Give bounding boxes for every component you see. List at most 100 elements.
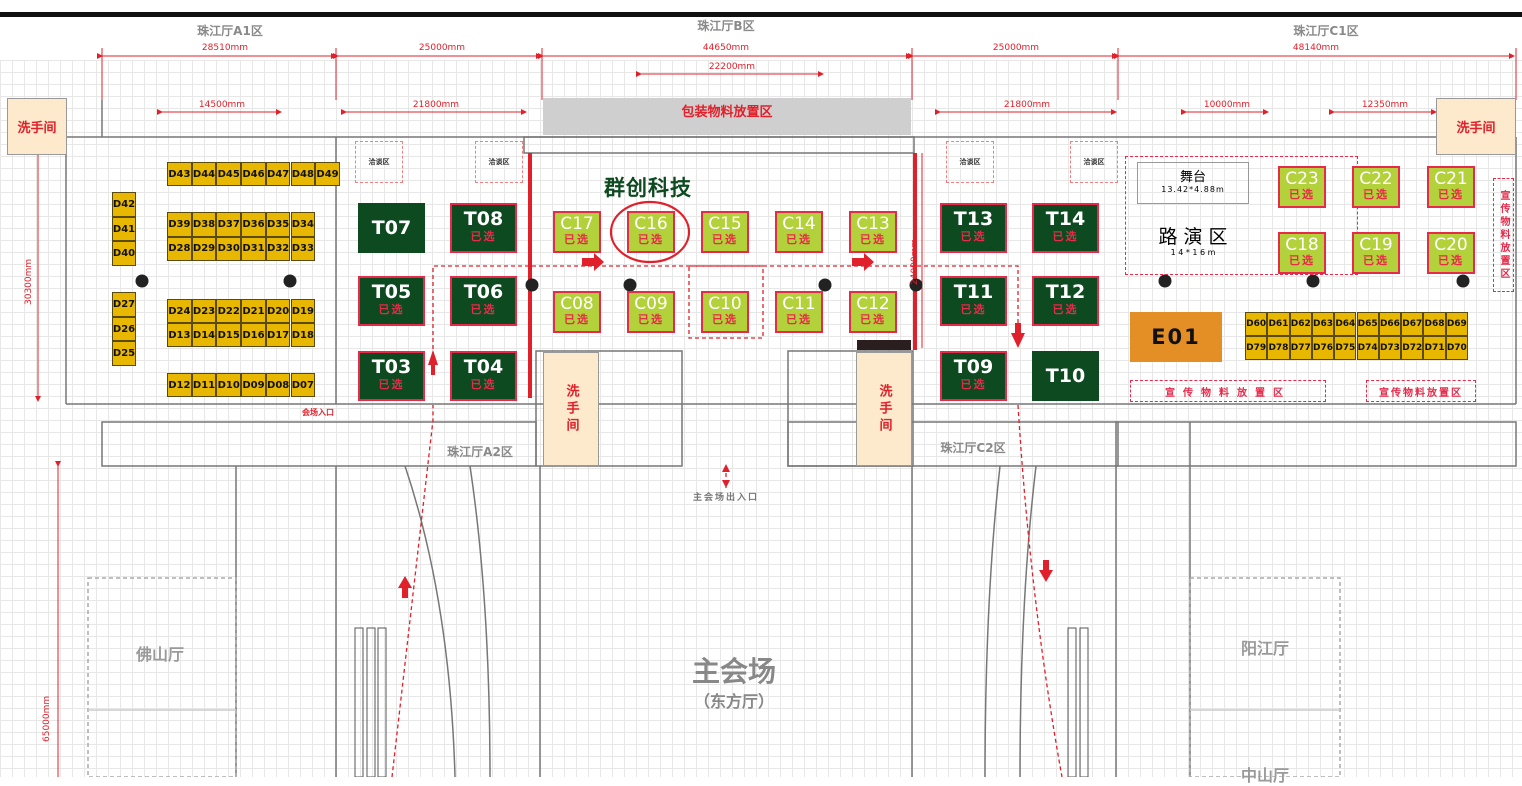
booth-d60[interactable]: D60 xyxy=(1245,312,1268,336)
booth-d46[interactable]: D46 xyxy=(241,162,266,186)
booth-d21[interactable]: D21 xyxy=(241,299,266,323)
booth-d19[interactable]: D19 xyxy=(290,299,316,323)
booth-status-selected: 已选 xyxy=(564,233,590,246)
booth-d66[interactable]: D66 xyxy=(1378,312,1402,336)
booth-d44[interactable]: D44 xyxy=(191,162,217,186)
booth-d25[interactable]: D25 xyxy=(112,341,136,367)
booth-d16[interactable]: D16 xyxy=(241,323,266,347)
booth-d41[interactable]: D41 xyxy=(112,216,136,242)
booth-d10[interactable]: D10 xyxy=(216,373,242,397)
booth-d70[interactable]: D70 xyxy=(1445,336,1468,360)
booth-d73[interactable]: D73 xyxy=(1378,336,1402,360)
booth-e01[interactable]: E01 xyxy=(1130,312,1222,362)
booth-d37[interactable]: D37 xyxy=(216,212,242,237)
booth-label: T11 xyxy=(953,281,994,303)
dim-label: 10000mm xyxy=(1203,100,1251,110)
booth-d33[interactable]: D33 xyxy=(290,236,316,261)
booth-d79[interactable]: D79 xyxy=(1245,336,1268,360)
booth-d17[interactable]: D17 xyxy=(265,323,291,347)
booth-d40[interactable]: D40 xyxy=(112,241,136,267)
booth-d20[interactable]: D20 xyxy=(265,299,291,323)
booth-d71[interactable]: D71 xyxy=(1423,336,1446,360)
booth-d22[interactable]: D22 xyxy=(216,299,242,323)
booth-d78[interactable]: D78 xyxy=(1267,336,1290,360)
dimension-lines xyxy=(35,48,1517,777)
zone-a1-label: 珠江厅A1区 xyxy=(197,24,263,38)
booth-d23[interactable]: D23 xyxy=(191,299,217,323)
booth-d68[interactable]: D68 xyxy=(1423,312,1446,336)
booth-d48[interactable]: D48 xyxy=(290,162,316,186)
washroom-c1: 洗手间 xyxy=(1436,98,1516,155)
booth-d62[interactable]: D62 xyxy=(1289,312,1312,336)
booth-d34[interactable]: D34 xyxy=(290,212,316,237)
booth-d29[interactable]: D29 xyxy=(191,236,217,261)
booth-d63[interactable]: D63 xyxy=(1311,312,1335,336)
booth-d13[interactable]: D13 xyxy=(167,323,192,347)
booth-d65[interactable]: D65 xyxy=(1356,312,1379,336)
booth-d74[interactable]: D74 xyxy=(1356,336,1379,360)
booth-d38[interactable]: D38 xyxy=(191,212,217,237)
booth-d35[interactable]: D35 xyxy=(265,212,291,237)
booth-d12[interactable]: D12 xyxy=(167,373,192,397)
booth-d69[interactable]: D69 xyxy=(1445,312,1468,336)
booth-d45[interactable]: D45 xyxy=(216,162,242,186)
booth-d47[interactable]: D47 xyxy=(265,162,291,186)
booth-d30[interactable]: D30 xyxy=(216,236,242,261)
booth-d49[interactable]: D49 xyxy=(315,162,340,186)
booth-d75[interactable]: D75 xyxy=(1334,336,1357,360)
booth-d43[interactable]: D43 xyxy=(167,162,192,186)
booth-d08[interactable]: D08 xyxy=(265,373,291,397)
booth-d32[interactable]: D32 xyxy=(265,236,291,261)
booth-d26[interactable]: D26 xyxy=(112,316,136,342)
booth-d24[interactable]: D24 xyxy=(167,299,192,323)
booth-d42[interactable]: D42 xyxy=(112,192,136,217)
booth-d64[interactable]: D64 xyxy=(1334,312,1357,336)
booth-d31[interactable]: D31 xyxy=(241,236,266,261)
booth-label: C20 xyxy=(1434,235,1468,255)
booth-d14[interactable]: D14 xyxy=(191,323,217,347)
booth-d39[interactable]: D39 xyxy=(167,212,192,237)
booth-d28[interactable]: D28 xyxy=(167,236,192,261)
booth-d77[interactable]: D77 xyxy=(1289,336,1312,360)
booth-d07[interactable]: D07 xyxy=(290,373,316,397)
booth-t07[interactable]: T07 xyxy=(358,203,425,253)
booth-t10[interactable]: T10 xyxy=(1032,351,1099,401)
booth-d09[interactable]: D09 xyxy=(241,373,266,397)
booth-d27[interactable]: D27 xyxy=(112,292,136,317)
booth-d67[interactable]: D67 xyxy=(1401,312,1424,336)
booth-d72[interactable]: D72 xyxy=(1401,336,1424,360)
booth-d36[interactable]: D36 xyxy=(241,212,266,237)
booth-d76[interactable]: D76 xyxy=(1311,336,1335,360)
booth-d61[interactable]: D61 xyxy=(1267,312,1290,336)
booth-label: T06 xyxy=(463,281,504,303)
booth-d15[interactable]: D15 xyxy=(216,323,242,347)
booth-d18[interactable]: D18 xyxy=(290,323,316,347)
booth-d11[interactable]: D11 xyxy=(191,373,217,397)
